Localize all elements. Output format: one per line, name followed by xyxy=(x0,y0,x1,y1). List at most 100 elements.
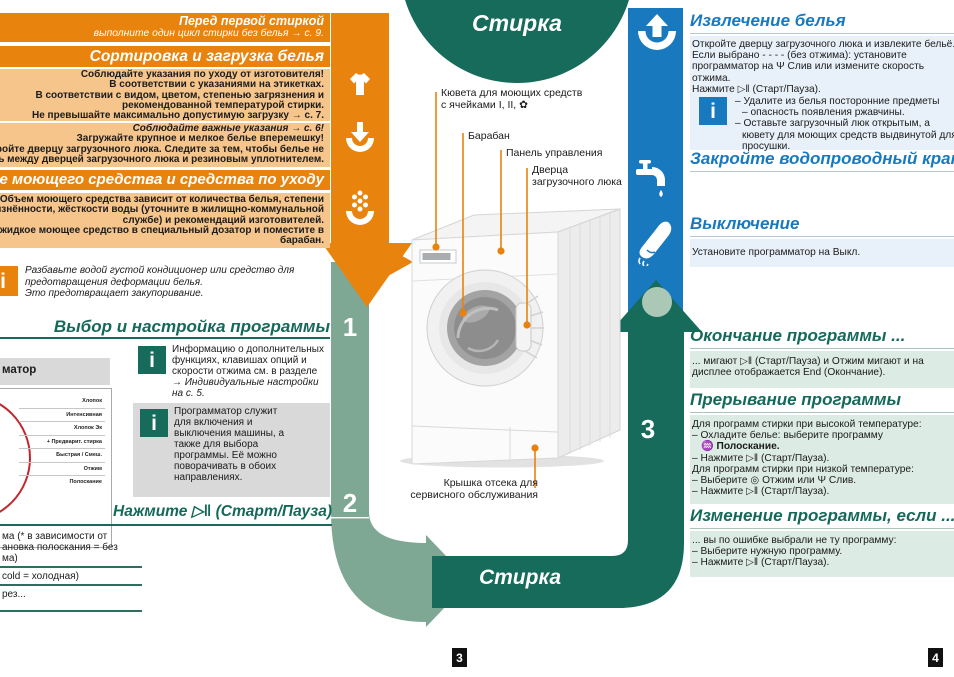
divider xyxy=(690,348,954,349)
program-selector-panel: Хлопок Интенсивная Хлопок Эк + Предварит… xyxy=(0,388,112,548)
text-line: программы. Её можно xyxy=(174,450,277,461)
first-wash-body: выполните один цикл стирки без белья → с… xyxy=(93,28,324,39)
text-line: – Нажмите ▷‖ (Старт/Пауза). xyxy=(692,452,830,464)
text-line: ♒ Полоскание. xyxy=(701,441,780,453)
text-line: Для программ стирки при низкой температу… xyxy=(692,463,914,475)
off-title: Выключение xyxy=(690,214,800,233)
text-line: – Удалите из белья посторонние предметы xyxy=(735,96,940,107)
text-line: ма (* в зависимости от xyxy=(2,531,108,542)
divider xyxy=(690,236,954,237)
text-line: → Индивидуальные настройки xyxy=(172,377,319,388)
text-line: Разбавьте водой густой кондиционер или с… xyxy=(25,265,295,276)
text-line: – Охладите белье: выберите программу xyxy=(692,430,883,442)
page-number-left: 3 xyxy=(452,648,467,667)
info-icon: i xyxy=(138,346,166,374)
washing-machine-image xyxy=(400,208,621,468)
divider xyxy=(0,610,142,612)
info-icon: i xyxy=(140,409,168,437)
sorting-header: Сортировка и загрузка белья xyxy=(0,46,330,67)
text-line: также для выбора xyxy=(174,439,259,450)
program-item: Интенсивная xyxy=(19,409,105,422)
text-line: функциях, клавишах опций и xyxy=(172,355,307,366)
table-fragment: ма (* в зависимости от ановка полоскания… xyxy=(2,531,118,564)
program-section-title: Выбор и настройка программы xyxy=(53,317,330,336)
off-block: Установите программатор на Выкл. xyxy=(690,239,954,267)
text-line: рекомендованной температурой стирки. xyxy=(121,99,324,111)
divider xyxy=(690,171,954,172)
text-line: загрязнённости, жёсткости воды (уточните… xyxy=(0,204,324,216)
text-line: В соответствии с указаниями на этикетках… xyxy=(109,79,324,91)
text-line: – Нажмите ▷‖ (Старт/Пауза). xyxy=(692,486,830,498)
text-line: ... мигают ▷‖ (Старт/Пауза) и Отжим мига… xyxy=(692,356,924,367)
text-line: службе) и рекомендаций изготовителей. xyxy=(122,214,324,226)
text-line: для включения и xyxy=(174,417,253,428)
text-line: Откройте дверцу загрузочного люка и извл… xyxy=(692,39,954,50)
text-line: ма) xyxy=(2,553,18,564)
text-line: Нажмите ▷‖ (Старт/Пауза). xyxy=(692,83,821,95)
text-line: ановка полоскания = без xyxy=(2,542,118,553)
end-block: ... мигают ▷‖ (Старт/Пауза) и Отжим мига… xyxy=(690,351,954,388)
text-line: В соответствии с видом, цветом, степенью… xyxy=(35,89,324,101)
detergent-pointer-arrow xyxy=(388,248,413,276)
text-line: на с. 5. xyxy=(172,388,205,399)
first-wash-box: Перед первой стиркой выполните один цикл… xyxy=(0,13,330,42)
text-line: Для программ стирки при высокой температ… xyxy=(692,419,922,430)
text-line: Закройте дверцу загрузочного люка. Следи… xyxy=(0,143,324,155)
sage-flow-arrow xyxy=(331,262,470,627)
text-line: скорости отжима см. в разделе xyxy=(172,366,318,377)
load-laundry-icon xyxy=(346,122,374,152)
table-fragment: рез... xyxy=(2,589,26,600)
teal-flow-arrow xyxy=(432,280,702,608)
label-control-panel: Панель управления xyxy=(506,147,603,159)
interrupt-block: Для программ стирки при высокой температ… xyxy=(690,415,954,504)
text-line: – Выберите нужную программу. xyxy=(692,546,843,558)
options-note: Информацию о дополнительных функциях, кл… xyxy=(172,344,324,399)
text-line: Это предотвращает закупоривание. xyxy=(25,288,204,299)
text-line: кювету для моющих средств выдвинутой для xyxy=(742,129,954,141)
text-line: просушки. xyxy=(742,140,791,152)
text-line: – Оставьте загрузочный люк открытым, а xyxy=(735,118,930,130)
detergent-block: Объем моющего средства зависит от количе… xyxy=(0,193,330,248)
divider xyxy=(690,528,954,529)
text-line: Объем моющего средства зависит от количе… xyxy=(0,194,324,205)
text-line: – опасность появления ржавчины. xyxy=(742,107,905,119)
removal-note: – Удалите из белья посторонние предметы … xyxy=(735,96,954,152)
info-icon: i xyxy=(0,266,18,296)
tap-title: Закройте водопроводный кран xyxy=(690,149,954,168)
program-item: Полоскание xyxy=(69,479,102,485)
text-line: отжима. xyxy=(692,72,731,84)
flow-node-dot xyxy=(642,287,672,317)
text-line: Налейте жидкое моющее средство в специал… xyxy=(0,224,324,236)
interrupt-title: Прерывание программы xyxy=(690,390,902,409)
program-item: Отжим xyxy=(19,463,105,476)
wash-bottom-title: Стирка xyxy=(478,566,562,589)
text-line: – Нажмите ▷‖ (Старт/Пауза). xyxy=(692,557,830,569)
divider xyxy=(0,337,330,339)
table-fragment: cold = холодная) xyxy=(2,571,79,582)
sorting-title: Сортировка и загрузка белья xyxy=(89,48,324,65)
removal-title: Извлечение белья xyxy=(690,11,846,30)
change-block: ... вы по ошибке выбрали не ту программу… xyxy=(690,531,954,577)
program-item: + Предварит. стирка xyxy=(19,436,105,449)
text-line: Соблюдайте важные указания → с. 6! xyxy=(132,123,324,134)
text-line: направлениях. xyxy=(174,472,243,483)
orange-steps-arrow xyxy=(322,13,412,307)
change-title: Изменение программы, если ... xyxy=(690,506,954,525)
text-line: Загружайте крупное и мелкое белье вперем… xyxy=(76,133,325,145)
add-detergent-icon xyxy=(346,190,374,225)
finger-press-icon xyxy=(638,221,672,266)
sorting-block-1: Соблюдайте указания по уходу от изготови… xyxy=(0,69,330,121)
detergent-title: Добавление моющего средства и средства п… xyxy=(0,171,324,188)
text-line: барабан. xyxy=(280,235,324,247)
text-line: выключения машины, а xyxy=(174,428,285,439)
removal-block: Откройте дверцу загрузочного люка и извл… xyxy=(690,36,954,152)
program-item: Хлопок xyxy=(19,395,105,409)
label-drum: Барабан xyxy=(468,130,510,142)
text-line: Установите программатор на Выкл. xyxy=(692,247,861,258)
text-line: Если выбрано - - - - (без отжима): устан… xyxy=(692,50,907,62)
